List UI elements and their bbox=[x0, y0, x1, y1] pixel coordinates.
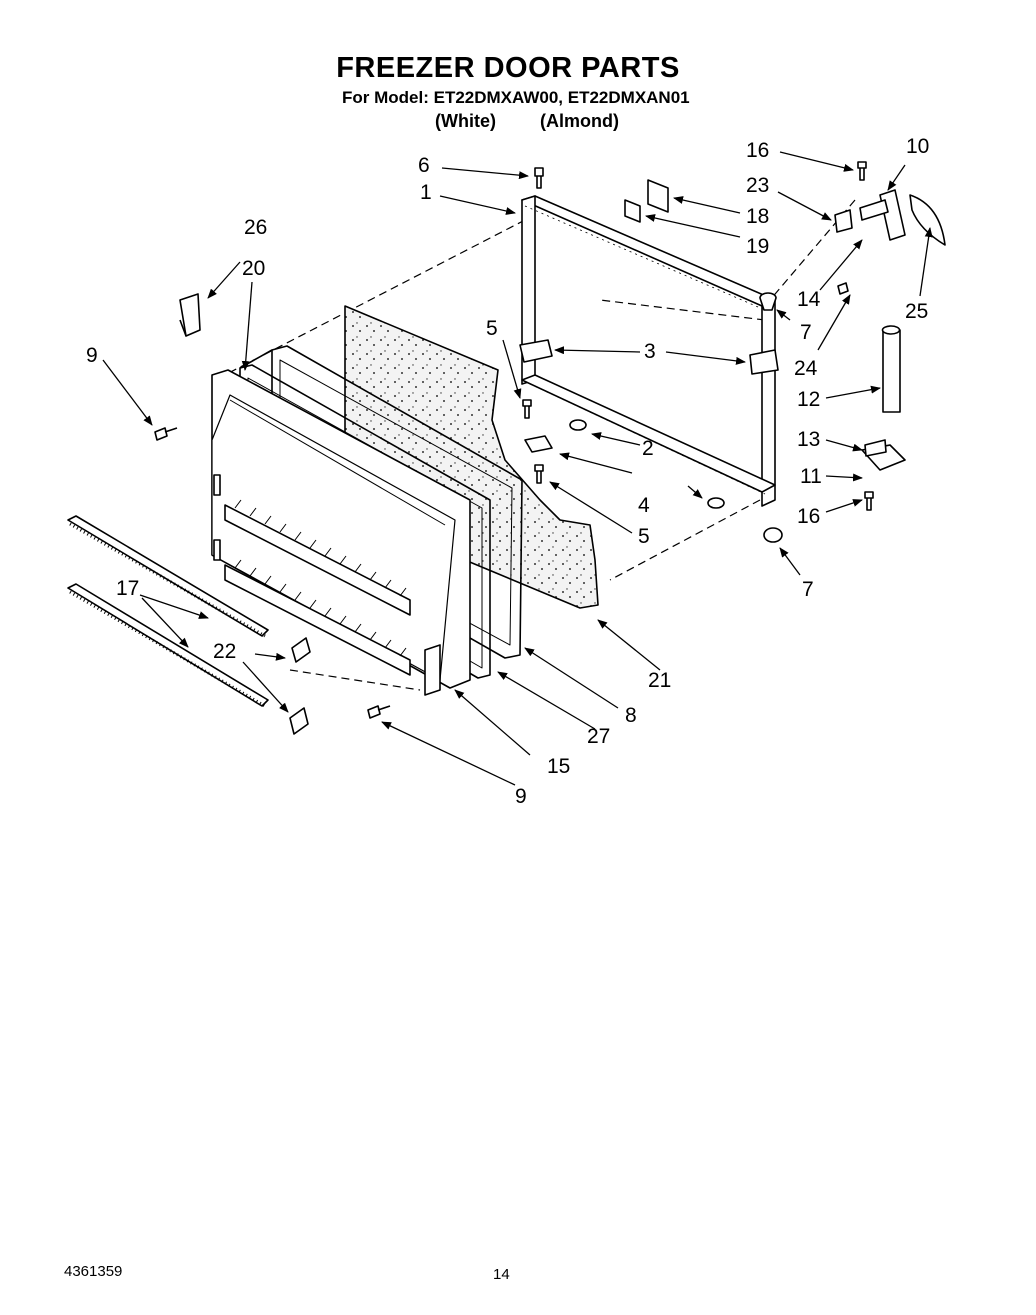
handle-25 bbox=[909, 194, 946, 246]
callout-17: 17 bbox=[116, 577, 139, 600]
callout-23: 23 bbox=[746, 174, 769, 197]
page-title: FREEZER DOOR PARTS bbox=[336, 52, 680, 84]
callout-26: 26 bbox=[244, 216, 267, 239]
callout-1: 1 bbox=[420, 181, 432, 204]
clip-26 bbox=[179, 293, 201, 337]
callout-12: 12 bbox=[797, 388, 820, 411]
shim-13 bbox=[864, 439, 887, 457]
label-18 bbox=[647, 179, 669, 213]
callout-7-bottom: 7 bbox=[802, 578, 814, 601]
document-number: 4361359 bbox=[64, 1263, 123, 1280]
callout-2: 2 bbox=[642, 437, 654, 460]
stop-lower bbox=[707, 497, 725, 509]
door-liner bbox=[211, 369, 471, 696]
callout-16-bottom: 16 bbox=[797, 505, 820, 528]
callout-4: 4 bbox=[638, 494, 650, 517]
callout-18: 18 bbox=[746, 205, 769, 228]
callout-3: 3 bbox=[644, 340, 656, 363]
callout-27: 27 bbox=[587, 725, 610, 748]
callout-7-top: 7 bbox=[800, 321, 812, 344]
shim-23 bbox=[834, 209, 853, 233]
callout-22: 22 bbox=[213, 640, 236, 663]
callout-13: 13 bbox=[797, 428, 820, 451]
callout-25: 25 bbox=[905, 300, 928, 323]
tube-12 bbox=[882, 329, 901, 413]
hinge-arm bbox=[879, 189, 906, 241]
screws bbox=[154, 161, 874, 719]
cap-bottom bbox=[763, 527, 783, 543]
variant-white: (White) bbox=[435, 111, 496, 131]
cap-top bbox=[759, 292, 777, 311]
end-cap-upper bbox=[291, 637, 311, 663]
callout-5-lower: 5 bbox=[638, 525, 650, 548]
shelf-bar-upper bbox=[67, 515, 269, 637]
callout-9-left: 9 bbox=[86, 344, 98, 367]
bracket-right bbox=[749, 349, 779, 375]
callout-20: 20 bbox=[242, 257, 265, 280]
callout-24: 24 bbox=[794, 357, 818, 380]
bracket-left bbox=[519, 339, 553, 363]
callout-9-bottom: 9 bbox=[515, 785, 527, 808]
shelf-bar-lower bbox=[67, 583, 269, 707]
callout-15: 15 bbox=[547, 755, 570, 778]
callout-21: 21 bbox=[648, 669, 671, 692]
spacer bbox=[524, 435, 553, 453]
callout-6: 6 bbox=[418, 154, 430, 177]
callout-10: 10 bbox=[906, 135, 929, 158]
model-line: For Model: ET22DMXAW00, ET22DMXAN01 bbox=[342, 88, 690, 107]
callout-8: 8 bbox=[625, 704, 637, 727]
label-19 bbox=[624, 199, 641, 223]
callout-16-top: 16 bbox=[746, 139, 769, 162]
variant-almond: (Almond) bbox=[540, 111, 619, 131]
stop-upper bbox=[569, 419, 587, 431]
callout-14: 14 bbox=[797, 288, 821, 311]
callout-5-upper: 5 bbox=[486, 317, 498, 340]
callout-19: 19 bbox=[746, 235, 769, 258]
page-number: 14 bbox=[493, 1266, 510, 1283]
end-cap-lower bbox=[289, 707, 309, 735]
callout-11: 11 bbox=[800, 465, 822, 488]
